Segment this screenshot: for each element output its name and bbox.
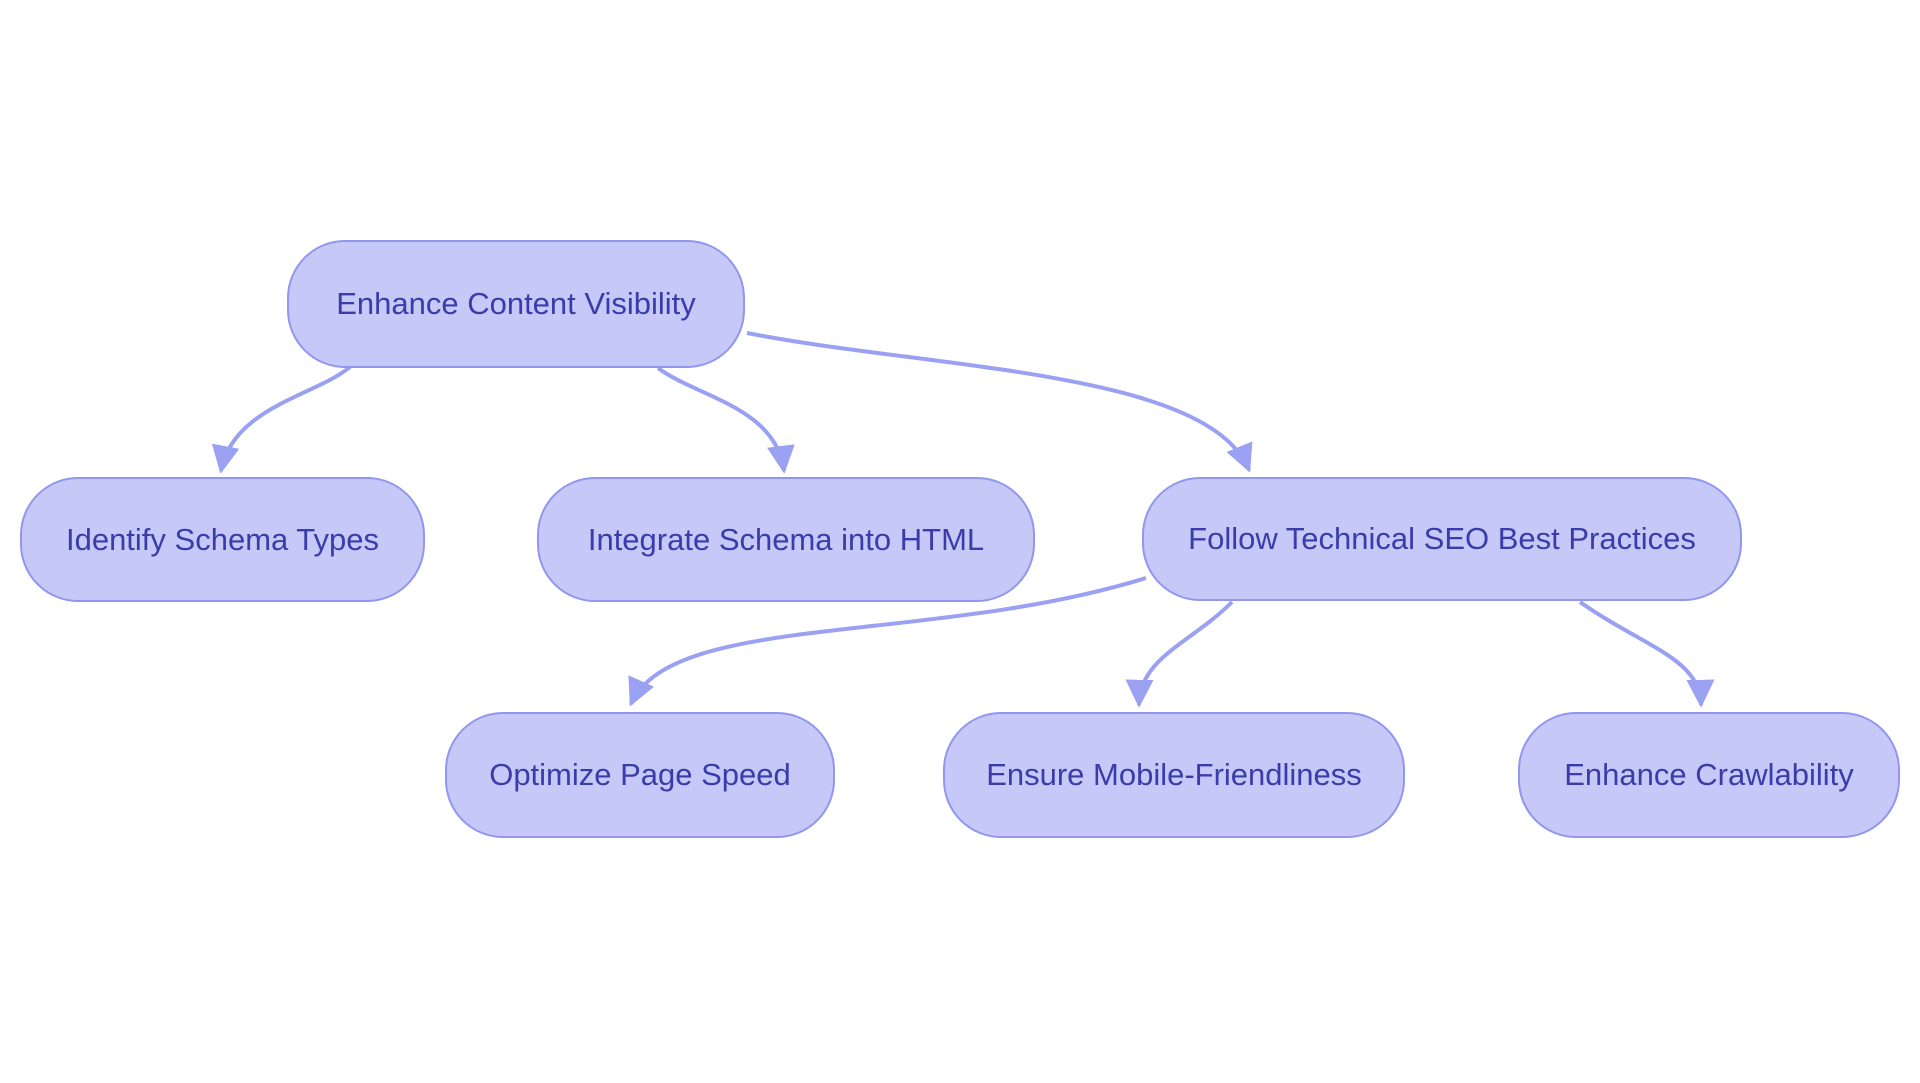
edge-technical-seo-to-page-speed — [628, 576, 1147, 707]
node-enhance-content-visibility: Enhance Content Visibility — [287, 240, 745, 368]
node-label-enhance-content-visibility: Enhance Content Visibility — [336, 286, 696, 322]
edge-enhance-visibility-to-technical-seo — [746, 331, 1253, 473]
node-label-identify-schema-types: Identify Schema Types — [65, 521, 380, 557]
node-label-enhance-crawlability: Enhance Crawlability — [1564, 757, 1854, 793]
node-follow-technical-seo-best-practices: Follow Technical SEO Best Practices — [1142, 477, 1742, 601]
edge-technical-seo-to-mobile-friendliness — [1125, 600, 1234, 708]
node-label-ensure-mobile-friendliness: Ensure Mobile-Friendliness — [986, 757, 1362, 793]
node-enhance-crawlability: Enhance Crawlability — [1518, 712, 1900, 838]
node-identify-schema-types: Identify Schema Types — [20, 477, 425, 602]
edge-enhance-visibility-to-integrate-schema — [656, 366, 795, 474]
node-label-optimize-page-speed: Optimize Page Speed — [489, 757, 791, 793]
edge-technical-seo-to-crawlability — [1578, 600, 1715, 708]
node-label-follow-technical-seo-best-practices: Follow Technical SEO Best Practices — [1188, 521, 1696, 557]
node-optimize-page-speed: Optimize Page Speed — [445, 712, 835, 838]
edge-enhance-visibility-to-identify-schema — [211, 365, 352, 474]
node-integrate-schema-into-html: Integrate Schema into HTML — [537, 477, 1035, 602]
node-ensure-mobile-friendliness: Ensure Mobile-Friendliness — [943, 712, 1405, 838]
node-label-integrate-schema-into-html: Integrate Schema into HTML — [587, 521, 985, 557]
